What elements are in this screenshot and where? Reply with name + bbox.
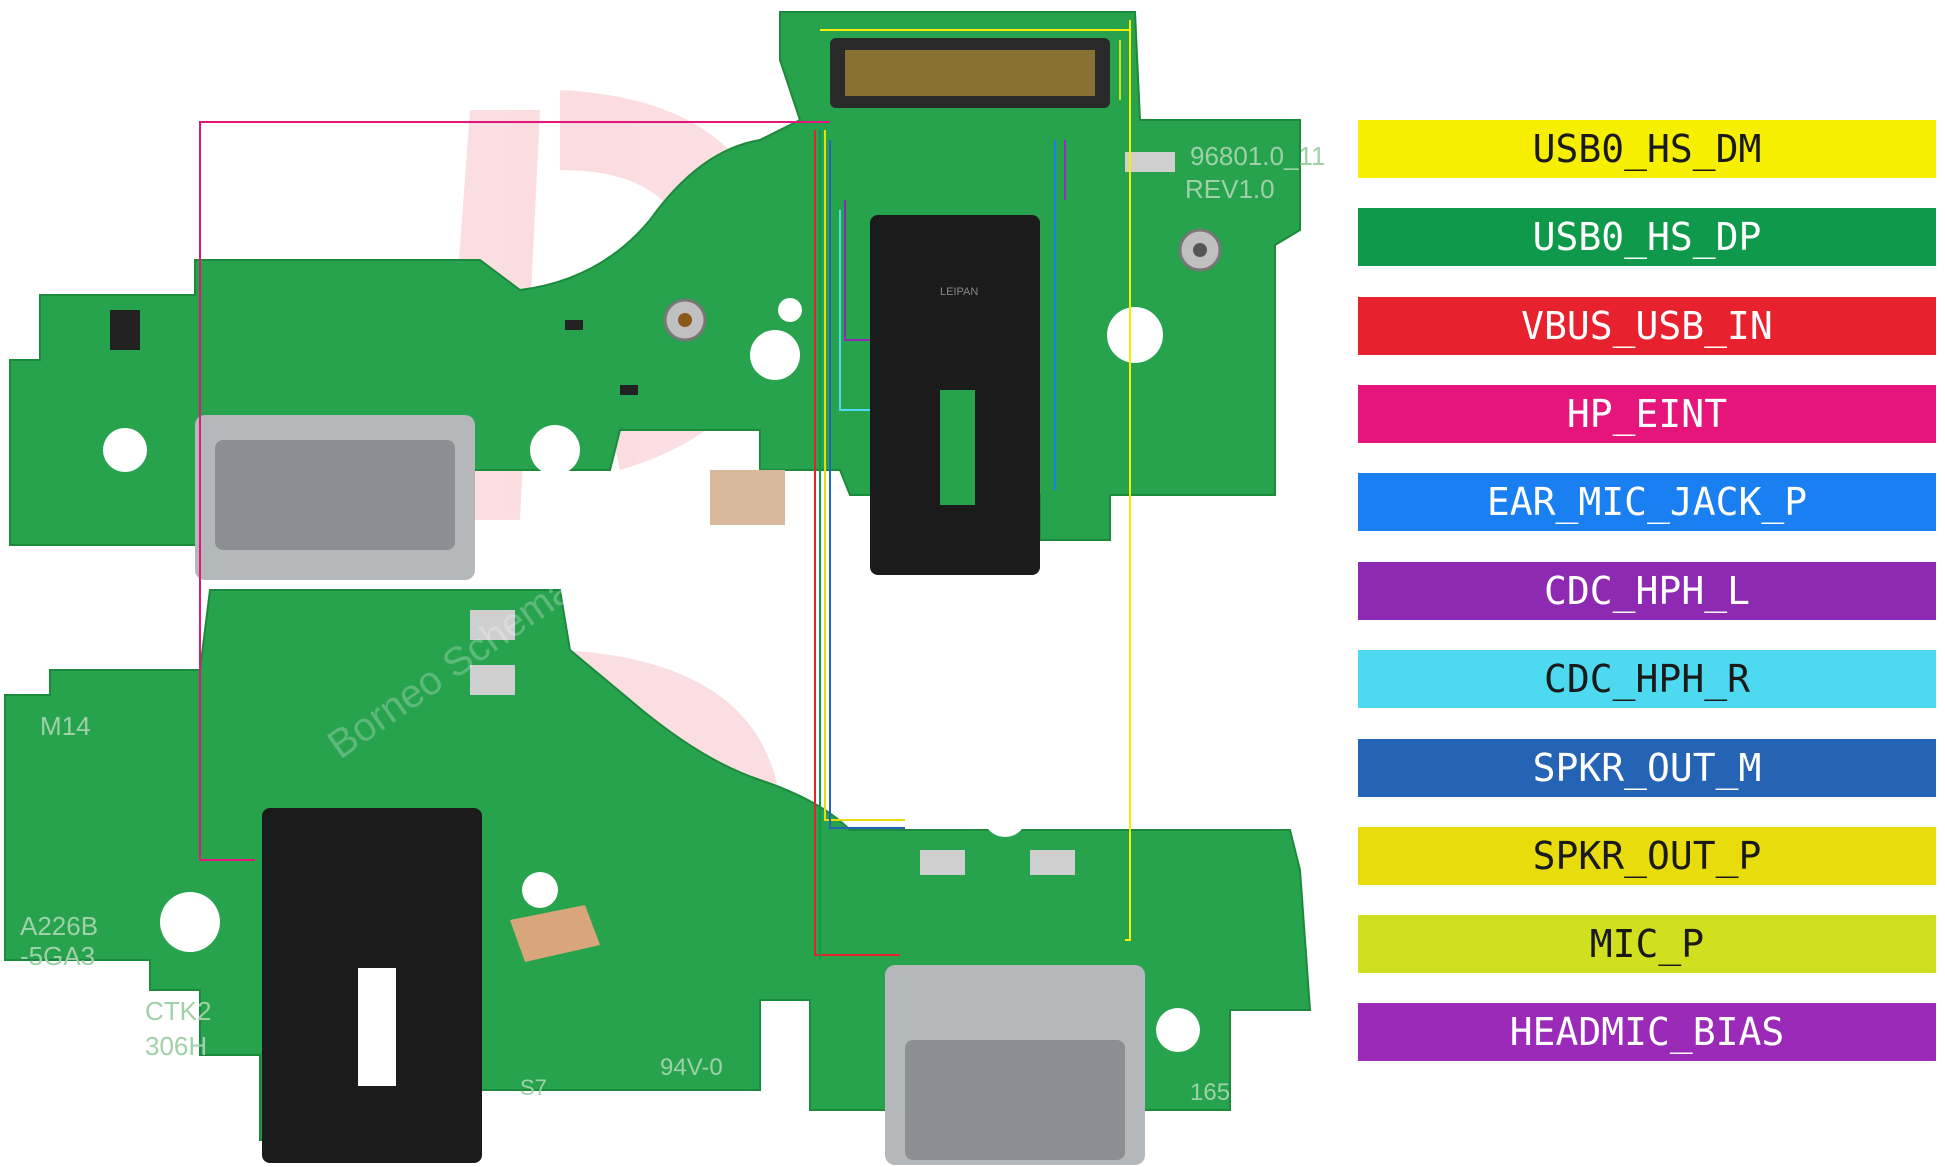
board-part: A226B [20,911,98,941]
signal-legend: USB0_HS_DM USB0_HS_DP VBUS_USB_IN HP_EINT EA… [1358,0,1938,1167]
board-model: M14 [40,711,91,741]
pcb-diagram: 96801.0_11 REV1.0 LEIPAN M14 [4,11,1325,1165]
legend-item-spkr-out-p: SPKR_OUT_P [1358,827,1936,885]
legend-item-usb0-hs-dm: USB0_HS_DM [1358,120,1936,178]
board-revision: REV1.0 [1185,174,1275,204]
legend-item-vbus-usb-in: VBUS_USB_IN [1358,297,1936,355]
bottom-pcb: M14 A226B -5GA3 CTK2 306H 94V-0 S7 165 [4,589,1312,1165]
board-mark-b: S7 [520,1075,547,1100]
board-mark-a: 94V-0 [660,1054,723,1081]
legend-item-hp-eint: HP_EINT [1358,385,1936,443]
trace-vbus [814,130,900,956]
legend-item-headmic-bias: HEADMIC_BIAS [1358,1003,1936,1061]
jack-label: LEIPAN [940,286,978,298]
board-code-b: 306H [145,1031,207,1061]
board-variant: -5GA3 [20,941,95,971]
trace-hph-r [839,210,870,411]
legend-item-cdc-hph-r: CDC_HPH_R [1358,650,1936,708]
board-mark-c: 165 [1190,1079,1230,1106]
legend-item-ear-mic-jack-p: EAR_MIC_JACK_P [1358,473,1936,531]
board-code-a: CTK2 [145,996,211,1026]
trace-hp-eint [199,121,830,861]
signal-traces [199,20,1131,960]
trace-usb-dm [1125,20,1131,941]
trace-hph-l [844,200,870,341]
board-part-number: 96801.0_11 [1190,141,1325,171]
legend-item-mic-p: MIC_P [1358,915,1936,973]
legend-item-cdc-hph-l: CDC_HPH_L [1358,562,1936,620]
trace-spkr-p [824,130,905,821]
legend-item-spkr-out-m: SPKR_OUT_M [1358,739,1936,797]
trace-spkr-m [829,140,905,829]
top-pcb: 96801.0_11 REV1.0 LEIPAN [9,11,1325,580]
legend-item-usb0-hs-dp: USB0_HS_DP [1358,208,1936,266]
